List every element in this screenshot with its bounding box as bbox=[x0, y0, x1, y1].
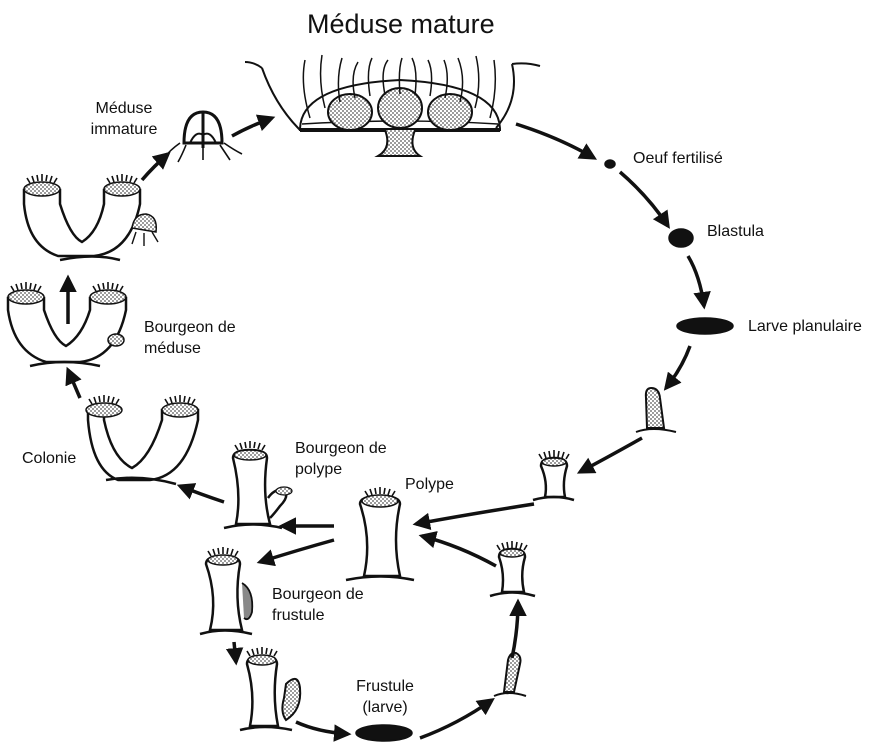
label-bourgeon-meduse: Bourgeon de méduse bbox=[144, 317, 236, 359]
mature-medusa-illustration bbox=[245, 55, 540, 156]
label-bourgeon-frustule: Bourgeon de frustule bbox=[272, 584, 364, 626]
polyp-colony-illustrations bbox=[8, 174, 574, 730]
label-oeuf-fertilise: Oeuf fertilisé bbox=[633, 148, 723, 169]
larval-stages-illustration bbox=[356, 160, 733, 741]
label-polype: Polype bbox=[405, 474, 454, 495]
label-blastula: Blastula bbox=[707, 221, 764, 242]
label-bourgeon-polype: Bourgeon de polype bbox=[295, 438, 387, 480]
immature-medusa-illustration bbox=[164, 112, 242, 162]
diagram-title: Méduse mature bbox=[307, 8, 495, 40]
label-colonie: Colonie bbox=[22, 448, 76, 469]
label-larve-planulaire: Larve planulaire bbox=[748, 316, 862, 337]
label-frustule: Frustule (larve) bbox=[345, 676, 425, 718]
label-meduse-immature: Méduse immature bbox=[84, 98, 164, 140]
